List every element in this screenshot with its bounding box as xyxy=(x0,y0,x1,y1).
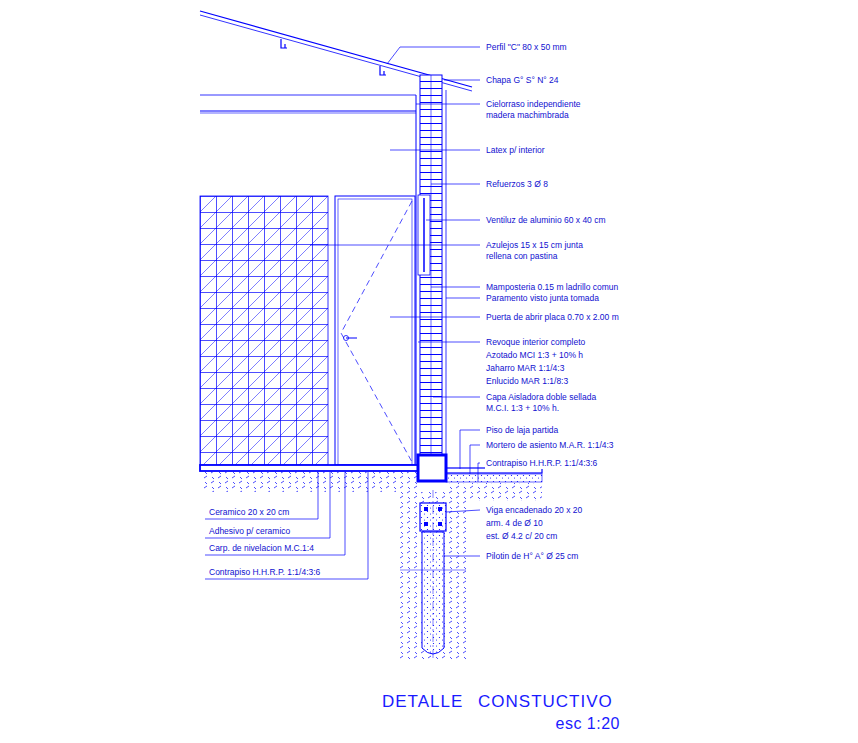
plaster-line xyxy=(416,95,417,465)
callout-label: est. Ø 4.2 c/ 20 cm xyxy=(485,531,558,542)
callout-label: Pilotin de H° A° Ø 25 cm xyxy=(485,551,579,562)
callout-label: Ventiluz de aluminio 60 x 40 cm xyxy=(485,215,607,226)
door xyxy=(335,196,415,465)
callout-label: Jaharro MAR 1:1/4:3 xyxy=(485,363,565,374)
callout-label: Viga encadenado 20 x 20 xyxy=(485,505,583,516)
callout-label: Chapa G° S° N° 24 xyxy=(485,75,560,86)
callout-label: Azulejos 15 x 15 cm junta rellena con pa… xyxy=(485,240,605,262)
drawing-title: DETALLE CONSTUCTIVO xyxy=(382,692,613,712)
window xyxy=(418,195,430,275)
scale-caption: esc 1:20 xyxy=(556,714,620,734)
callout-label: Puerta de abrir placa 0.70 x 2.00 m xyxy=(485,312,620,323)
callout-label: Latex p/ interior xyxy=(485,145,546,156)
callout-label: Ceramico 20 x 20 cm xyxy=(208,507,290,518)
foundation xyxy=(400,455,468,660)
window-glass xyxy=(423,198,425,272)
tiled-wall xyxy=(200,196,328,465)
callout-label: Adhesivo p/ ceramico xyxy=(208,526,291,537)
plaster-line xyxy=(446,90,447,470)
c-profile xyxy=(281,39,287,48)
sealed-layer xyxy=(418,455,446,481)
callout-label: Contrapiso H.H.R.P. 1:1/4:3:6 xyxy=(208,567,321,578)
wall xyxy=(416,75,446,470)
callout-label: arm. 4 de Ø 10 xyxy=(485,518,544,529)
callout-label: Cielorraso independiente madera machimbr… xyxy=(485,99,599,121)
callout-label: Contrapiso H.H.R.P. 1:1/4:3:6 xyxy=(485,458,598,469)
ceiling xyxy=(200,95,416,113)
c-profile xyxy=(380,66,386,75)
callout-label: Capa Aisladora doble sellada M.C.I. 1:3 … xyxy=(485,392,615,414)
floor xyxy=(200,465,542,501)
callout-label: Revoque interior completo xyxy=(485,337,586,348)
callout-label: Refuerzos 3 Ø 8 xyxy=(485,179,549,190)
callout-label: Enlucido MAR 1:1/8:3 xyxy=(485,376,569,387)
leader-lines xyxy=(205,47,480,579)
callout-label: Mamposteria 0.15 m ladrillo comun xyxy=(485,282,619,293)
callout-label: Carp. de nivelacion M.C.1:4 xyxy=(208,543,315,554)
callout-label: Paramento visto junta tomada xyxy=(485,293,600,304)
callout-label: Azotado MCI 1:3 + 10% h xyxy=(485,350,584,361)
callout-label: Mortero de asiento M.A.R. 1:1/4:3 xyxy=(485,440,615,451)
callout-label: Perfil "C" 80 x 50 mm xyxy=(485,42,568,53)
callout-label: Piso de laja partida xyxy=(485,425,559,436)
